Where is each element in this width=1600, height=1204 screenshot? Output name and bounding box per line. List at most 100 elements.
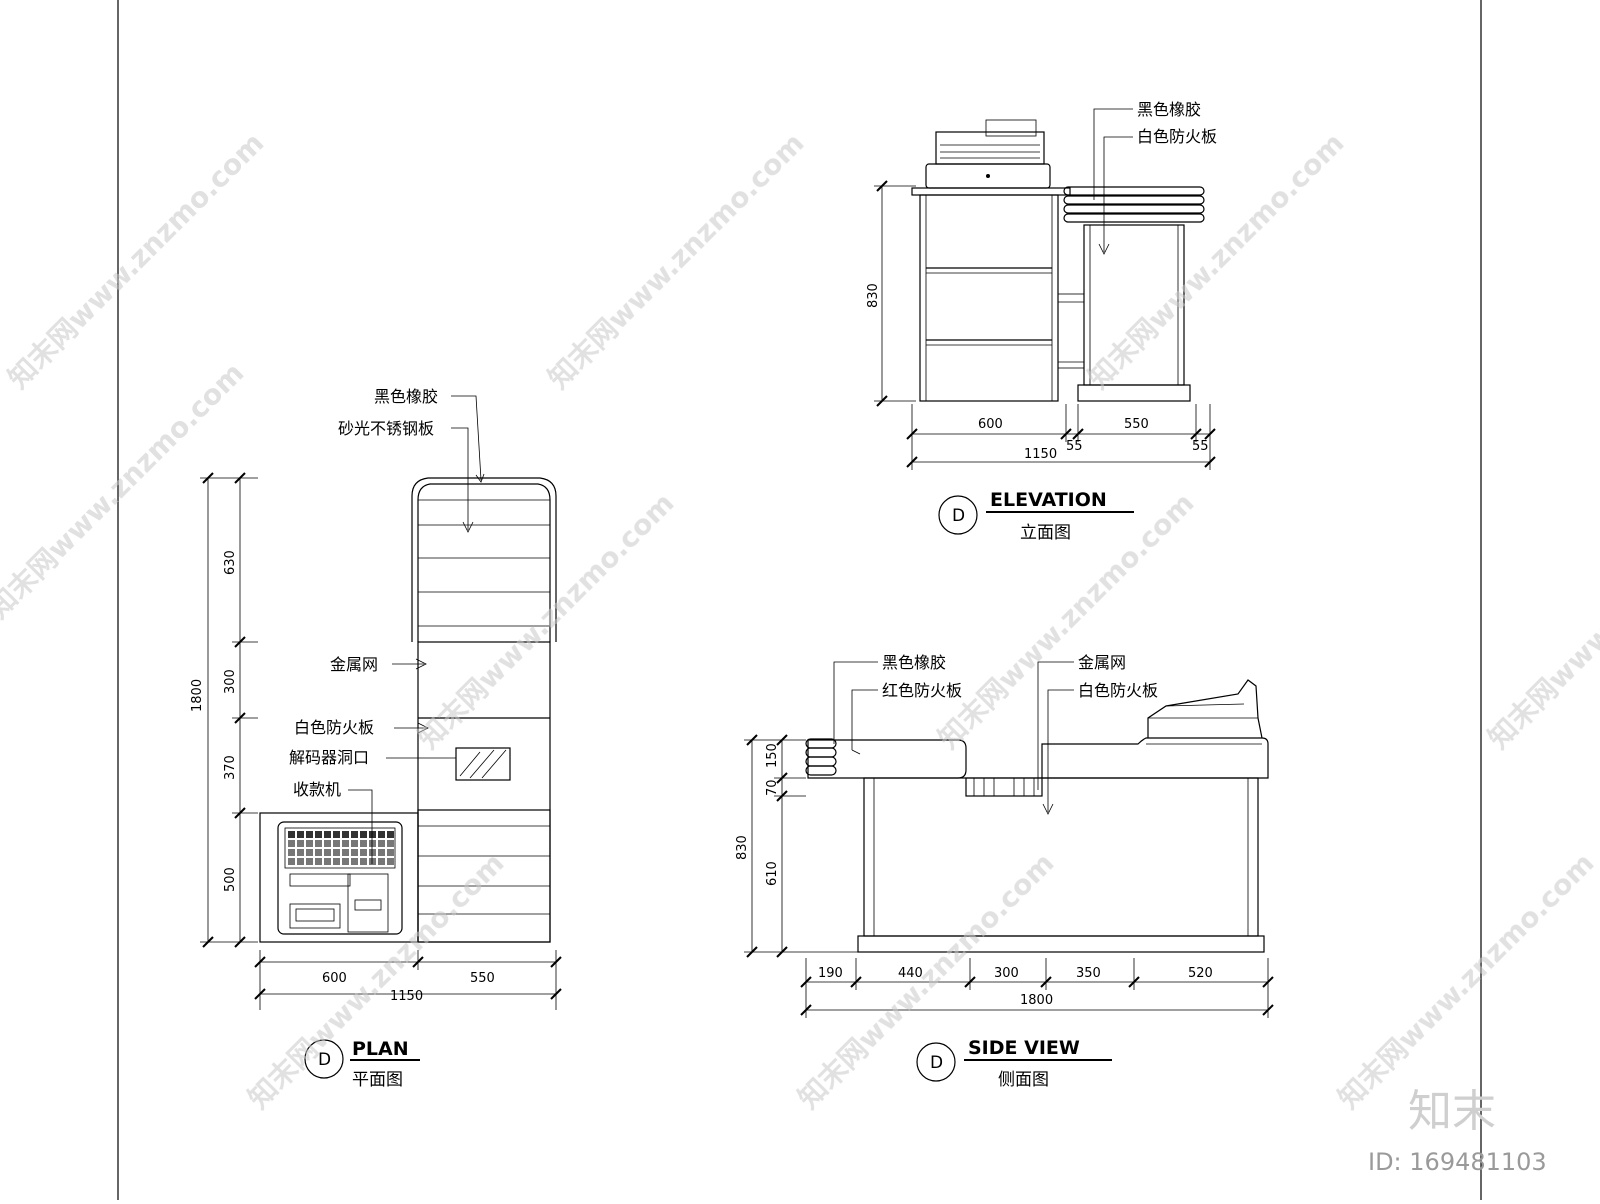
side-right-top: [1041, 737, 1269, 779]
side-dim-350: 350: [1076, 966, 1101, 981]
elevation-frame: [919, 194, 1059, 402]
side-subtitle: 侧面图: [998, 1070, 1049, 1090]
register-key: [378, 840, 385, 847]
watermark-text: 知末网www.znzmo.com: [1482, 486, 1600, 755]
elevation-tag: D: [952, 506, 965, 526]
plan-dim-500: 500: [223, 867, 238, 892]
register-key: [306, 849, 313, 856]
plan-subtitle: 平面图: [352, 1070, 403, 1090]
plan-label-mesh: 金属网: [330, 655, 378, 674]
elevation-dim-600: 600: [978, 417, 1003, 432]
register-key: [297, 858, 304, 865]
side-view-drawing: 黑色橡胶 红色防火板 金属网 白色防火板 830 150 70 610: [735, 653, 1274, 1090]
plan-dim-630: 630: [223, 550, 238, 575]
side-rubber-rolls: [805, 738, 837, 776]
elevation-label-rubber: 黑色橡胶: [1137, 100, 1201, 119]
register-key: [306, 858, 313, 865]
plan-label-steel: 砂光不锈钢板: [338, 419, 434, 438]
register-display: [289, 873, 351, 887]
plan-top-module: [417, 483, 551, 642]
elevation-tag-circle: [938, 495, 978, 535]
watermark-text: 知末网www.znzmo.com: [1082, 126, 1351, 395]
side-dim-610: 610: [765, 861, 780, 886]
register-key: [378, 849, 385, 856]
register-key: [369, 840, 376, 847]
plan-register-station: [259, 812, 419, 943]
side-dim-300: 300: [994, 966, 1019, 981]
watermark-text: 知末网www.znzmo.com: [412, 486, 681, 755]
register-key: [369, 858, 376, 865]
side-plinth: [857, 935, 1265, 953]
register-keys: [288, 831, 394, 865]
side-dim-440: 440: [898, 966, 923, 981]
register-key: [333, 831, 340, 838]
plan-dim-550: 550: [470, 971, 495, 986]
register-key: [297, 831, 304, 838]
watermark-text: 知末网www.znzmo.com: [1332, 846, 1600, 1115]
watermark-text: 知末网www.znzmo.com: [0, 356, 250, 625]
side-register: [1147, 679, 1263, 739]
watermark-text: 知末网www.znzmo.com: [2, 126, 271, 395]
watermark-text: 知末网www.znzmo.com: [542, 126, 811, 395]
side-tag-circle: [916, 1042, 956, 1082]
plan-tag: D: [318, 1050, 331, 1070]
register-key: [324, 831, 331, 838]
register-key: [288, 849, 295, 856]
register-key: [387, 858, 394, 865]
register-key: [387, 849, 394, 856]
register-keypad: [284, 827, 396, 869]
side-dim-830: 830: [735, 835, 750, 860]
register-key: [360, 858, 367, 865]
plan-label-rubber: 黑色橡胶: [374, 387, 438, 406]
elevation-dim-550: 550: [1124, 417, 1149, 432]
plan-dim-370: 370: [223, 755, 238, 780]
elevation-title: ELEVATION: [990, 489, 1107, 511]
register-key: [378, 858, 385, 865]
plan-tag-circle: [304, 1039, 344, 1079]
elevation-register-body: [935, 131, 1045, 165]
register-key: [333, 840, 340, 847]
register-key: [333, 849, 340, 856]
side-dim-190: 190: [818, 966, 843, 981]
register-key: [360, 831, 367, 838]
register-key: [315, 840, 322, 847]
register-key: [288, 840, 295, 847]
register-key: [342, 858, 349, 865]
plan-dim-300: 300: [223, 669, 238, 694]
elevation-drawing: 黑色橡胶 白色防火板 830 600 550 55 55 1150 D ELE: [866, 100, 1217, 543]
register-key: [369, 849, 376, 856]
register-key: [351, 831, 358, 838]
register-key: [351, 840, 358, 847]
register-key: [297, 840, 304, 847]
register-key: [315, 831, 322, 838]
elevation-rubber-rolls: [1063, 186, 1205, 223]
plan-title: PLAN: [352, 1038, 409, 1060]
elevation-subtitle: 立面图: [1020, 523, 1071, 543]
side-title: SIDE VIEW: [968, 1037, 1080, 1059]
plan-dim-600: 600: [322, 971, 347, 986]
plan-drawing: 1800 630 300 370 500: [190, 387, 562, 1090]
plan-label-board: 白色防火板: [294, 718, 374, 737]
register-key: [306, 840, 313, 847]
plan-label-register: 收款机: [293, 780, 341, 799]
register-key: [387, 840, 394, 847]
side-label-mesh: 金属网: [1078, 653, 1126, 672]
side-tag: D: [930, 1053, 943, 1073]
elevation-dim-55-left: 55: [1066, 439, 1083, 454]
side-dim-1800: 1800: [1020, 993, 1053, 1008]
side-dim-150: 150: [765, 743, 780, 768]
side-dim-520: 520: [1188, 966, 1213, 981]
side-label-white-board: 白色防火板: [1078, 681, 1158, 700]
cash-register: [277, 821, 403, 935]
register-key: [342, 831, 349, 838]
elevation-dim-1150: 1150: [1024, 447, 1057, 462]
register-key: [306, 831, 313, 838]
register-key: [324, 849, 331, 856]
register-key: [342, 840, 349, 847]
side-label-rubber: 黑色橡胶: [882, 653, 946, 672]
side-dim-70: 70: [765, 779, 780, 796]
register-key: [288, 858, 295, 865]
plan-dim-1150: 1150: [390, 989, 423, 1004]
